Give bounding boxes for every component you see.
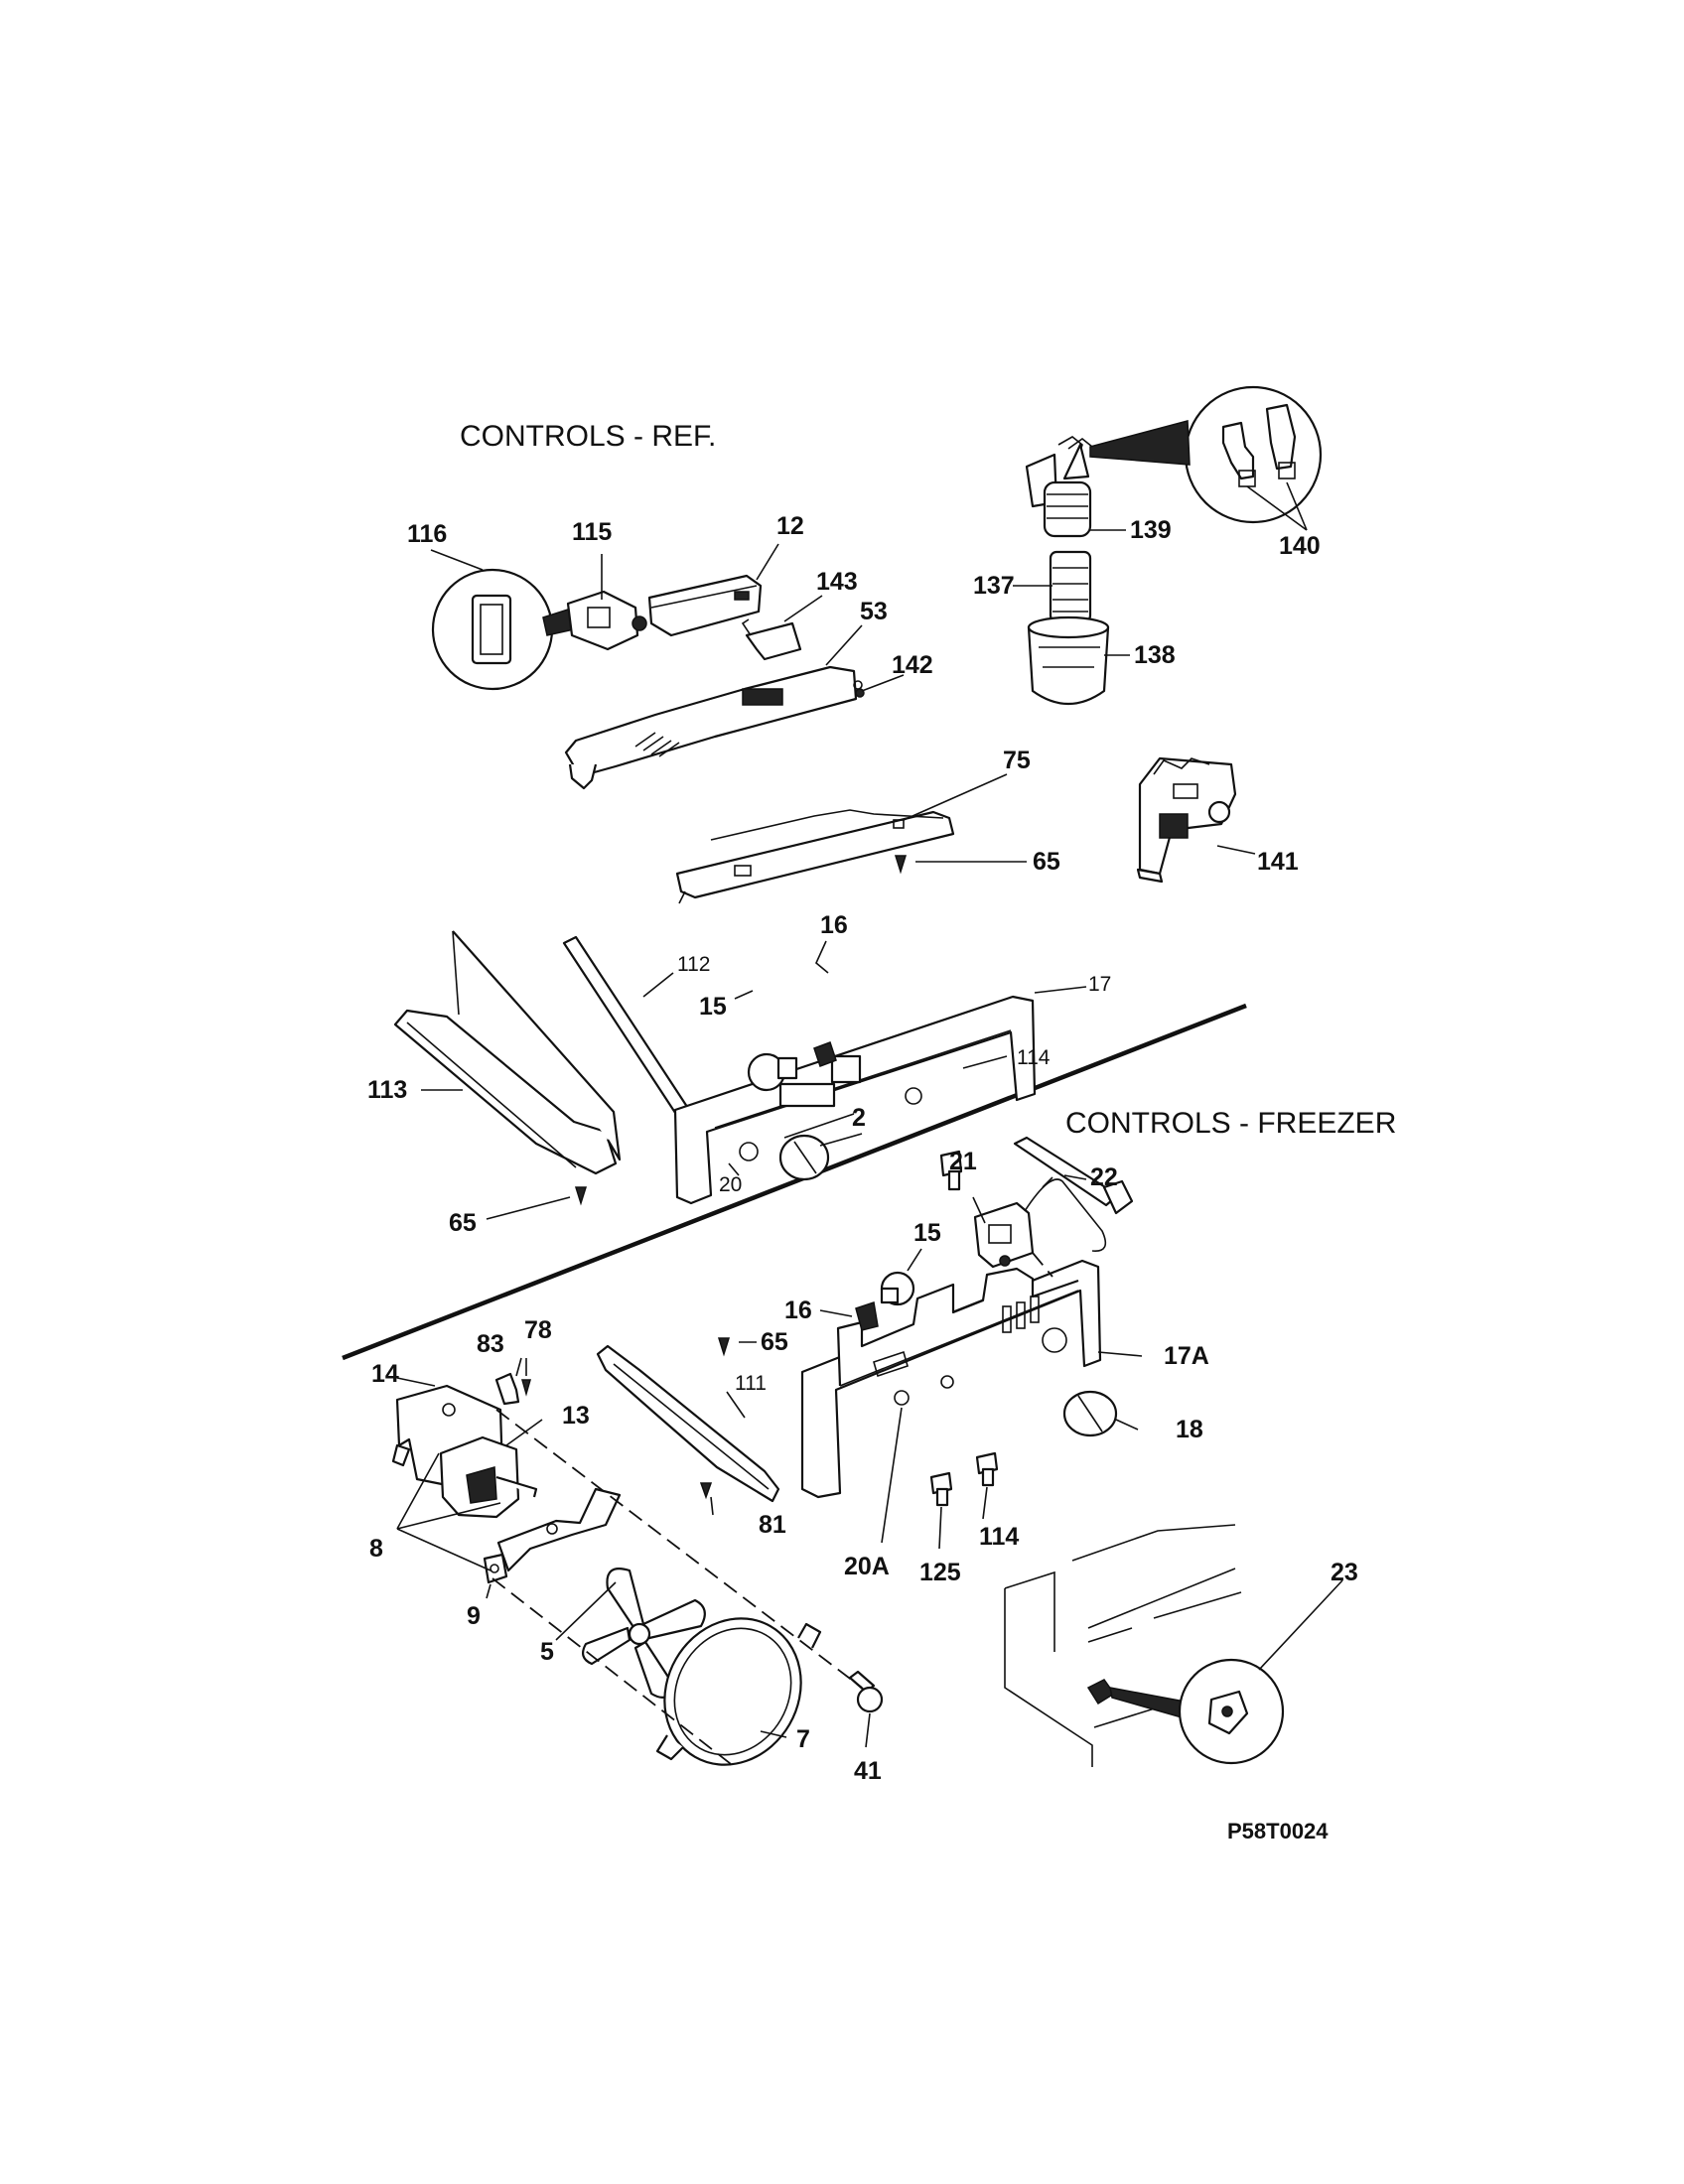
part-113-trough <box>393 930 622 1175</box>
part-8-bracket <box>496 1487 622 1572</box>
part-41-screw <box>848 1670 884 1713</box>
callout-83: 83 <box>477 1330 504 1358</box>
part-141-water-valve <box>1136 756 1237 884</box>
part-140-fittings-inset <box>1089 385 1323 524</box>
part-78-screw <box>521 1379 531 1397</box>
part-9-bracket <box>483 1553 508 1584</box>
callout-16-ref: 16 <box>820 911 848 939</box>
part-22-sensor-tube <box>1013 1136 1134 1252</box>
part-138-filter-bowl <box>1027 615 1110 706</box>
callout-labels: 116 115 12 143 53 142 75 65 139 137 138 … <box>367 512 1358 1785</box>
part-17A-control-housing <box>800 1259 1102 1499</box>
part-15-bulb-ref <box>747 1052 798 1092</box>
callout-116: 116 <box>407 520 447 548</box>
callout-139: 139 <box>1130 516 1172 544</box>
part-65-screw-lower <box>574 1186 588 1206</box>
title-controls-ref: CONTROLS - REF. <box>460 420 716 453</box>
title-controls-freezer: CONTROLS - FREEZER <box>1065 1107 1396 1140</box>
part-65-screw-upper <box>894 855 908 875</box>
callout-65-upper: 65 <box>1033 848 1060 876</box>
callout-18: 18 <box>1176 1416 1203 1443</box>
callout-65-freezer: 65 <box>761 1328 788 1356</box>
callout-9: 9 <box>467 1602 481 1630</box>
part-65-screw-freezer <box>717 1337 731 1357</box>
callout-140: 140 <box>1279 532 1321 560</box>
callout-17A: 17A <box>1164 1342 1209 1370</box>
callout-81: 81 <box>759 1511 786 1539</box>
part-5-fan-blade <box>581 1568 706 1699</box>
callout-111: 111 <box>735 1372 767 1395</box>
callout-141: 141 <box>1257 848 1299 876</box>
assembly-line-fan <box>495 1409 863 1689</box>
part-7-fan-shroud <box>655 1617 822 1766</box>
part-13-fan-motor <box>439 1435 538 1519</box>
callout-41: 41 <box>854 1757 882 1785</box>
callout-112: 112 <box>677 953 710 976</box>
part-15-bulb-freezer <box>880 1271 915 1306</box>
part-83-clip <box>494 1372 520 1406</box>
callout-22: 22 <box>1090 1163 1118 1191</box>
part-23-cabinet-detail <box>1004 1524 1285 1767</box>
part-21-thermostat <box>973 1201 1035 1269</box>
part-115-switch <box>566 590 647 651</box>
assembly-line-bracket <box>491 1577 736 1768</box>
leader-lines <box>396 481 1343 1748</box>
part-12-cover <box>647 574 763 637</box>
part-2-knob <box>778 1134 830 1181</box>
callout-23: 23 <box>1331 1559 1358 1586</box>
callout-53: 53 <box>860 598 888 625</box>
callout-15-freezer: 15 <box>913 1219 941 1247</box>
callout-2: 2 <box>852 1104 866 1132</box>
callout-12: 12 <box>776 512 804 540</box>
part-75-plate <box>675 809 955 904</box>
part-137-filter-cartridge <box>1049 550 1092 623</box>
part-139-filter-head <box>1025 436 1093 538</box>
part-16-socket-freezer <box>855 1301 879 1331</box>
callout-15-ref: 15 <box>699 993 727 1021</box>
part-111-bracket <box>596 1344 780 1503</box>
callout-16-freezer: 16 <box>784 1297 812 1324</box>
part-81-screw <box>699 1482 713 1500</box>
callout-20: 20 <box>719 1173 742 1196</box>
part-16-socket-ref <box>813 1041 837 1067</box>
callout-125: 125 <box>919 1559 961 1586</box>
part-143-clip <box>741 618 802 661</box>
callout-20A: 20A <box>844 1553 890 1580</box>
callout-8: 8 <box>369 1535 383 1563</box>
callout-143: 143 <box>816 568 858 596</box>
part-116-gasket-inset <box>431 568 575 691</box>
callout-5: 5 <box>540 1638 554 1666</box>
callout-114-freezer: 114 <box>979 1523 1019 1551</box>
section-divider <box>342 1003 1247 1361</box>
callout-7: 7 <box>796 1725 810 1753</box>
callout-17: 17 <box>1088 973 1111 996</box>
callout-138: 138 <box>1134 641 1176 669</box>
part-18-knob <box>1062 1390 1118 1437</box>
callout-14: 14 <box>371 1360 399 1388</box>
assembly-line-thermostat <box>1032 1252 1053 1278</box>
callout-115: 115 <box>572 518 612 546</box>
callout-75: 75 <box>1003 747 1031 774</box>
part-53-housing <box>564 665 863 790</box>
callout-137: 137 <box>973 572 1015 600</box>
callout-113: 113 <box>367 1076 407 1104</box>
callout-13: 13 <box>562 1402 590 1430</box>
callout-78: 78 <box>524 1316 552 1344</box>
callout-65-lower: 65 <box>449 1209 477 1237</box>
part-17-control-housing <box>673 995 1037 1205</box>
part-125-switch <box>929 1471 953 1507</box>
part-114-switch-ref <box>939 1150 963 1191</box>
part-114-switch-freezer <box>975 1451 999 1487</box>
callout-114-ref: 114 <box>1017 1046 1051 1069</box>
callout-142: 142 <box>892 651 933 679</box>
drawing-code: P58T0024 <box>1227 1819 1329 1843</box>
callout-21: 21 <box>949 1148 977 1175</box>
